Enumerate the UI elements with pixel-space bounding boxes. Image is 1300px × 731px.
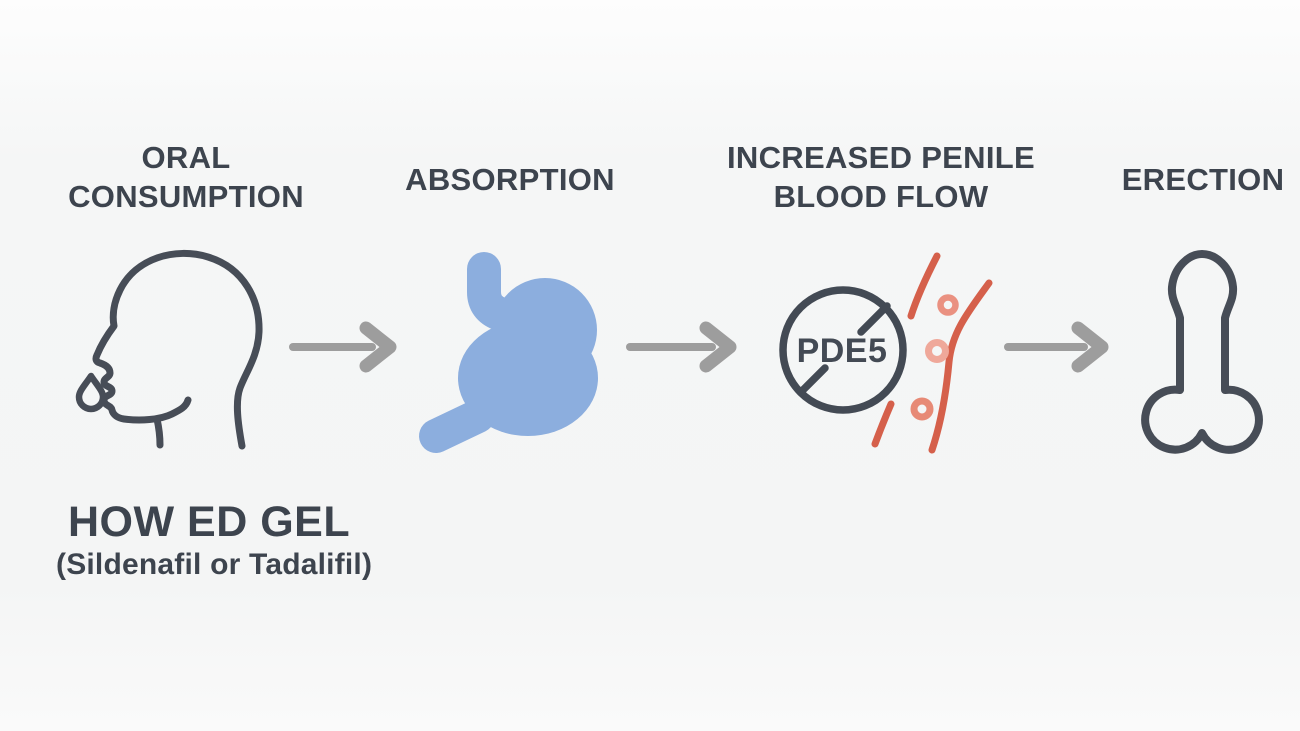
diagram-title: HOW ED GEL [68, 498, 351, 546]
pde5-blocked-vessel-icon: PDE5 [779, 252, 993, 454]
step-label-line: ORAL [141, 140, 231, 175]
gel-drop-icon [75, 372, 107, 413]
diagram-subtitle: (Sildenafil or Tadalifil) [56, 548, 373, 581]
step-label-absorption: ABSORPTION [360, 160, 660, 199]
step-label-increased-penile-blood-flow: INCREASED PENILE BLOOD FLOW [711, 138, 1051, 216]
blood-cell-middle [925, 339, 949, 363]
step-label-line: CONSUMPTION [68, 179, 304, 214]
face-swallow-icon [75, 250, 263, 450]
stomach-icon [419, 252, 598, 453]
erection-icon [1141, 250, 1263, 454]
step-label-line: INCREASED PENILE [727, 140, 1035, 175]
head-profile-outline [92, 250, 263, 450]
step-label-line: BLOOD FLOW [773, 179, 989, 214]
step-label-line: ABSORPTION [405, 162, 615, 197]
blood-cell-top [937, 294, 959, 316]
step-label-line: ERECTION [1121, 162, 1285, 197]
blood-cells [910, 294, 959, 421]
throat-line [153, 415, 164, 449]
pde5-badge-text: PDE5 [797, 332, 888, 370]
flow-arrow-3 [1004, 321, 1109, 373]
flow-arrow-1 [289, 321, 397, 373]
step-label-oral-consumption: ORAL CONSUMPTION [36, 138, 336, 216]
step-label-erection: ERECTION [1053, 160, 1300, 199]
blood-cell-bottom [910, 397, 934, 421]
pde5-no-symbol [779, 286, 907, 414]
blood-vessel-walls [871, 252, 993, 454]
flow-arrow-2 [626, 321, 737, 373]
